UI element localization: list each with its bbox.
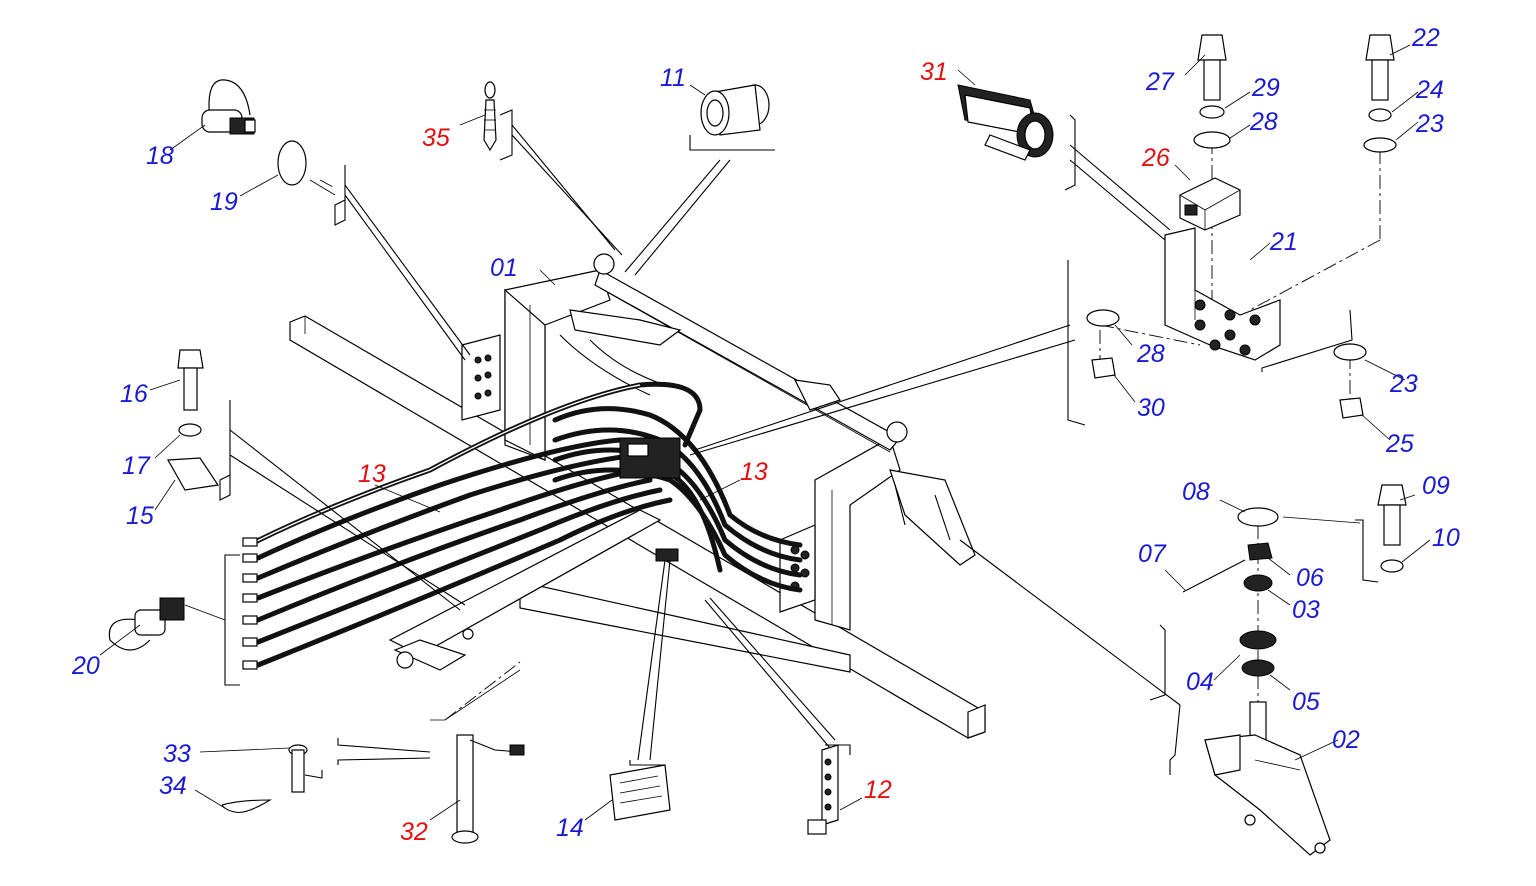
label-22: 22	[1411, 24, 1440, 52]
pin-part-33	[288, 744, 308, 793]
label-29: 29	[1251, 74, 1280, 102]
valve-block-part-26	[1179, 177, 1241, 231]
label-19: 19	[210, 188, 238, 216]
hose-end-fittings	[242, 537, 258, 670]
label-17: 17	[122, 452, 151, 480]
label-14: 14	[556, 814, 584, 842]
label-02: 02	[1332, 726, 1360, 754]
bearing-part-03	[1243, 574, 1273, 592]
label-35: 35	[422, 124, 450, 152]
label-20: 20	[71, 652, 100, 680]
label-16: 16	[120, 380, 148, 408]
label-11: 11	[660, 64, 686, 92]
washer-part-23-top	[1363, 137, 1397, 153]
bolt-part-27	[1197, 34, 1227, 101]
nut-part-30	[1091, 357, 1116, 379]
label-05: 05	[1292, 688, 1320, 716]
label-12: 12	[864, 776, 892, 804]
label-06: 06	[1296, 564, 1324, 592]
cotter-pin-part-07	[1182, 559, 1246, 593]
label-15: 15	[126, 502, 154, 530]
pin-part-35	[483, 81, 497, 152]
nut-part-06	[1247, 542, 1273, 561]
label-28a: 28	[1249, 108, 1278, 136]
quick-coupler-part-18	[201, 79, 256, 135]
label-33: 33	[163, 740, 191, 768]
decal-plate-part-14	[609, 764, 671, 821]
label-25: 25	[1385, 430, 1414, 458]
bracket-part-12	[807, 744, 839, 835]
wheel-fork-part-02	[1204, 701, 1331, 856]
label-leaders	[99, 44, 1431, 821]
label-30: 30	[1137, 394, 1165, 422]
part-labels: 01 02 03 04 05 06 07 08 09 10 11 12 13 1…	[71, 24, 1460, 846]
bolt-part-22	[1365, 34, 1395, 101]
bolt-part-09	[1377, 484, 1407, 546]
washer-part-10	[1380, 559, 1404, 573]
cap-part-08	[1237, 507, 1279, 527]
label-18: 18	[146, 142, 174, 170]
jack-stand-part-32	[451, 734, 525, 844]
lynch-clip-part-34	[221, 799, 272, 814]
washer-part-28	[1086, 309, 1120, 327]
seal-part-05	[1241, 659, 1275, 677]
label-04: 04	[1186, 668, 1214, 696]
washer-part-29	[1199, 105, 1225, 119]
bearing-part-04	[1239, 630, 1277, 650]
label-07: 07	[1138, 540, 1167, 568]
label-24: 24	[1415, 76, 1444, 104]
label-09: 09	[1422, 472, 1450, 500]
hydraulic-hoses	[242, 381, 803, 670]
quick-coupler-part-20	[108, 597, 185, 651]
washer-part-17	[178, 423, 202, 437]
label-27: 27	[1145, 68, 1175, 96]
washer-part-28-top	[1193, 131, 1231, 149]
label-28b: 28	[1136, 340, 1165, 368]
label-03: 03	[1292, 596, 1320, 624]
label-21: 21	[1269, 228, 1298, 256]
label-31: 31	[920, 58, 948, 86]
nut-part-25	[1339, 397, 1364, 419]
label-23b: 23	[1389, 370, 1418, 398]
label-08: 08	[1182, 478, 1210, 506]
washer-part-23	[1333, 343, 1367, 361]
label-34: 34	[159, 772, 187, 800]
assembly-lines	[184, 109, 1379, 779]
label-01: 01	[490, 254, 518, 282]
washer-part-24	[1368, 108, 1392, 122]
bracket-part-21	[1164, 227, 1281, 361]
circlip-part-19	[277, 140, 307, 186]
label-13a: 13	[358, 460, 386, 488]
label-10: 10	[1432, 524, 1460, 552]
label-26: 26	[1141, 144, 1170, 172]
bolt-part-16	[177, 349, 204, 411]
label-23a: 23	[1415, 110, 1444, 138]
label-13b: 13	[740, 458, 768, 486]
centerlines	[319, 140, 1381, 770]
pump-part-31	[957, 84, 1054, 161]
bushing-part-11	[700, 84, 770, 136]
label-32: 32	[400, 818, 428, 846]
clamp-part-15	[167, 457, 220, 491]
